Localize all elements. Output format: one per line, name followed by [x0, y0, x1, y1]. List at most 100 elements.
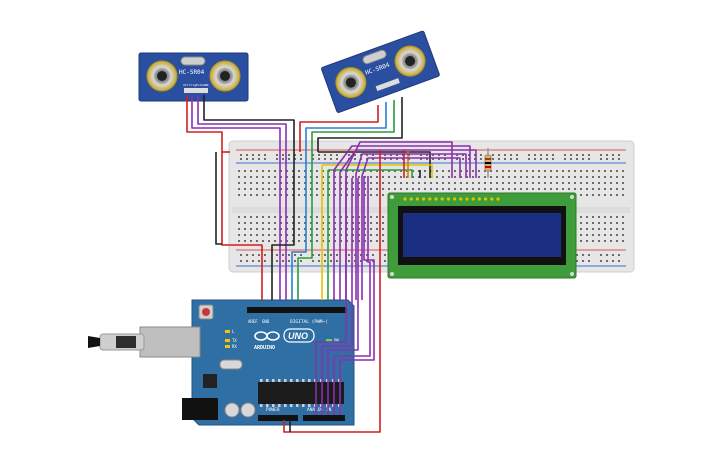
wire-red [283, 150, 381, 433]
breadboard-hole [454, 170, 456, 172]
wire-purple [197, 95, 287, 300]
breadboard-hole [592, 234, 594, 236]
breadboard-hole [328, 234, 330, 236]
breadboard-hole [382, 188, 384, 190]
breadboard-hole [394, 182, 396, 184]
breadboard-hole [330, 158, 332, 160]
breadboard-hole [376, 222, 378, 224]
lcd-pin [459, 197, 463, 201]
breadboard-hole [292, 188, 294, 190]
breadboard-hole [322, 176, 324, 178]
breadboard-hole [418, 170, 420, 172]
breadboard-hole [484, 188, 486, 190]
breadboard-hole [604, 176, 606, 178]
breadboard-hole [336, 260, 338, 262]
breadboard-hole [334, 188, 336, 190]
breadboard-hole [580, 222, 582, 224]
breadboard-hole [556, 176, 558, 178]
breadboard-hole [310, 216, 312, 218]
breadboard-hole [292, 176, 294, 178]
breadboard-hole [526, 170, 528, 172]
breadboard-hole [604, 240, 606, 242]
breadboard-hole [580, 240, 582, 242]
breadboard-hole [532, 188, 534, 190]
breadboard-hole [370, 216, 372, 218]
breadboard-hole [622, 176, 624, 178]
breadboard-hole [432, 158, 434, 160]
breadboard-hole [346, 194, 348, 196]
breadboard-hole [358, 216, 360, 218]
breadboard-hole [540, 154, 542, 156]
breadboard-hole [246, 158, 248, 160]
breadboard-hole [580, 194, 582, 196]
breadboard-hole [474, 154, 476, 156]
breadboard-hole [262, 228, 264, 230]
breadboard-hole [328, 194, 330, 196]
breadboard-hole [612, 158, 614, 160]
breadboard-hole [618, 254, 620, 256]
lcd-pin [453, 197, 457, 201]
wire-purple [361, 157, 461, 300]
breadboard-hole [244, 222, 246, 224]
breadboard-hole [526, 182, 528, 184]
breadboard-hole [376, 176, 378, 178]
breadboard-hole [600, 158, 602, 160]
breadboard-hole [388, 176, 390, 178]
capacitor [240, 402, 256, 418]
breadboard-hole [244, 182, 246, 184]
breadboard-hole [592, 194, 594, 196]
breadboard-hole [622, 216, 624, 218]
breadboard-hole [334, 194, 336, 196]
breadboard-hole [376, 240, 378, 242]
breadboard-hole [340, 194, 342, 196]
breadboard-hole [238, 170, 240, 172]
lcd-pin [471, 197, 475, 201]
breadboard-hole [586, 170, 588, 172]
breadboard-hole [370, 176, 372, 178]
breadboard-hole [436, 170, 438, 172]
breadboard-hole [598, 216, 600, 218]
breadboard-hole [346, 240, 348, 242]
breadboard-hole [312, 158, 314, 160]
breadboard-hole [468, 158, 470, 160]
breadboard-hole [600, 260, 602, 262]
breadboard-hole [538, 170, 540, 172]
breadboard-hole [480, 158, 482, 160]
breadboard-hole [448, 176, 450, 178]
breadboard-hole [544, 176, 546, 178]
breadboard-hole [274, 234, 276, 236]
breadboard-hole [460, 176, 462, 178]
breadboard-hole [586, 234, 588, 236]
breadboard-hole [346, 182, 348, 184]
breadboard-hole [394, 176, 396, 178]
breadboard-hole [382, 234, 384, 236]
breadboard-hole [388, 182, 390, 184]
breadboard-hole [276, 254, 278, 256]
breadboard-hole [286, 194, 288, 196]
breadboard-hole [328, 222, 330, 224]
breadboard-hole [528, 154, 530, 156]
breadboard-hole [268, 222, 270, 224]
lcd-display [387, 192, 577, 279]
breadboard-hole [516, 158, 518, 160]
uno-badge [283, 328, 315, 343]
breadboard-hole [292, 234, 294, 236]
breadboard-hole [418, 176, 420, 178]
breadboard-hole [520, 170, 522, 172]
breadboard-hole [250, 240, 252, 242]
breadboard-hole [298, 222, 300, 224]
breadboard-hole [304, 240, 306, 242]
usb-cable [88, 336, 100, 348]
ultrasonic-sensor-1: HC-SR04 VCC Trig Echo GND [138, 52, 249, 102]
breadboard-hole [538, 176, 540, 178]
breadboard-hole [534, 154, 536, 156]
breadboard-hole [310, 170, 312, 172]
wire-purple [327, 178, 359, 415]
breadboard-hole [568, 176, 570, 178]
breadboard-hole [246, 154, 248, 156]
l-led [225, 330, 230, 333]
breadboard-hole [244, 240, 246, 242]
breadboard-hole [580, 188, 582, 190]
reset-button-cap[interactable] [202, 308, 210, 316]
breadboard-hole [274, 188, 276, 190]
